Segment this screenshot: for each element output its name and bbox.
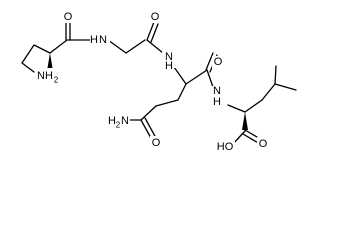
bond: [244, 99, 263, 113]
atom-label-h: H: [213, 96, 221, 108]
bond: [205, 52, 214, 71]
atom-label-subscript: 2: [116, 121, 121, 130]
atom-label-o: O: [214, 56, 223, 68]
bond: [150, 23, 159, 43]
atom-label-o: O: [64, 11, 73, 23]
atom-label-h: H: [108, 115, 116, 127]
atom-label-o: O: [152, 137, 161, 149]
atom-label-n: N: [99, 34, 107, 46]
bond: [146, 21, 155, 41]
atom-label-n: N: [213, 85, 221, 97]
atom-label-n: N: [165, 51, 173, 63]
bond: [274, 83, 297, 91]
atom-label-h: H: [165, 60, 173, 72]
atom-label-subscript: 2: [54, 76, 59, 85]
bond: [21, 62, 35, 73]
wedge-bond: [242, 112, 248, 130]
bond: [227, 104, 246, 113]
bond: [173, 66, 187, 85]
bond: [140, 105, 157, 121]
atom-label-o: O: [259, 138, 268, 150]
atom-label-n: N: [121, 115, 129, 127]
bond: [261, 83, 276, 101]
bond: [125, 39, 146, 54]
peptide-structure-diagram: O H N NH 2 O N H O N H H 2 N O O HO: [21, 10, 297, 153]
bond: [144, 117, 157, 139]
bond: [274, 65, 277, 85]
atom-label-h: H: [90, 34, 98, 46]
atom-label-ho: HO: [217, 141, 234, 153]
bond: [177, 83, 187, 101]
bond: [33, 44, 51, 54]
wedge-bond: [47, 53, 53, 71]
bond: [206, 69, 214, 88]
bond: [49, 39, 68, 54]
atom-label-nh2: NH: [37, 70, 53, 82]
bond: [21, 44, 35, 64]
atom-label-o: O: [151, 11, 160, 23]
bond: [155, 99, 179, 107]
bond: [185, 69, 208, 85]
bond: [146, 39, 164, 54]
bond: [107, 39, 127, 54]
